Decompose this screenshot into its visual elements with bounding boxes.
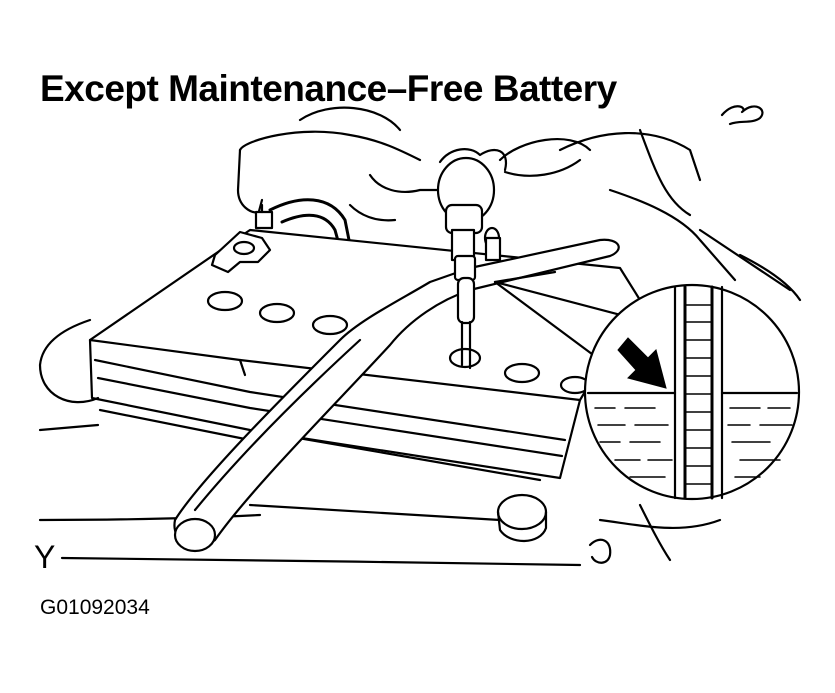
magnified-level-view	[583, 283, 801, 501]
callout-pointer-lines	[493, 270, 642, 362]
hold-down-bar	[173, 238, 620, 553]
cell-caps	[206, 290, 591, 395]
figure-title: Except Maintenance–Free Battery	[40, 68, 617, 109]
figure-id: G01092034	[40, 596, 150, 619]
scribble-mark	[720, 105, 764, 126]
battery-case	[88, 228, 642, 522]
callout-label-y: Y	[34, 539, 56, 575]
engine-bay-background	[38, 106, 802, 564]
battery-terminal	[210, 203, 274, 274]
hydrometer-tool	[436, 138, 592, 370]
callout-leader-line	[60, 556, 582, 567]
